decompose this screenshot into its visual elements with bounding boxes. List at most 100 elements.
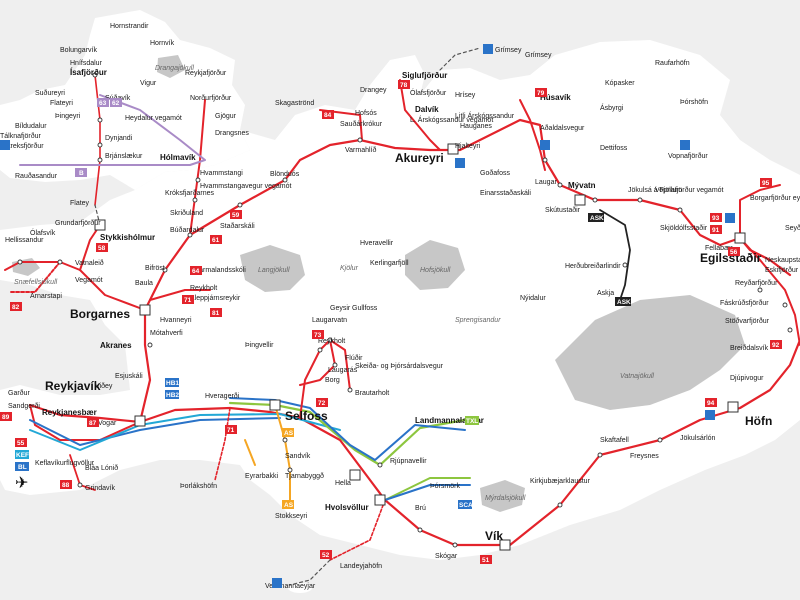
route-badge-52-bg[interactable] <box>320 550 332 559</box>
route-badge-71-bg[interactable] <box>225 425 237 434</box>
hub-hella[interactable] <box>349 469 361 481</box>
stop-circle[interactable] <box>377 462 383 468</box>
route-blue-thorsmork[interactable] <box>384 484 471 501</box>
route-red-husavik[interactable] <box>519 99 546 171</box>
route-badge-73[interactable]: 73 <box>314 332 322 339</box>
route-badge-89-bg[interactable] <box>0 412 12 421</box>
stop-circle[interactable] <box>557 502 563 508</box>
hub-stykkisholmur[interactable] <box>94 219 106 231</box>
stop-circle[interactable] <box>787 327 793 333</box>
stop-circle[interactable] <box>597 452 603 458</box>
route-badge-79-bg[interactable] <box>535 88 547 97</box>
stop-circle[interactable] <box>542 157 548 163</box>
route-badge-81-bg[interactable] <box>210 308 222 317</box>
airplane-icon[interactable]: ✈ <box>15 473 28 492</box>
stop-circle[interactable] <box>282 437 288 443</box>
stop-circle[interactable] <box>287 467 293 473</box>
route-badge-63[interactable]: 64 <box>192 268 200 275</box>
route-badge-58-bg[interactable] <box>96 243 108 252</box>
stop-circle[interactable] <box>592 197 598 203</box>
ferry-grimsey[interactable] <box>439 47 481 71</box>
route-badge-56-bg[interactable] <box>728 247 740 256</box>
route-red-holmavik[interactable] <box>189 99 206 236</box>
hub-egilsstadir[interactable] <box>734 232 746 244</box>
route-badge-txl-bg[interactable] <box>465 416 479 425</box>
stop-circle[interactable] <box>637 197 643 203</box>
route-red-borgarnes-reykjavik[interactable] <box>138 308 152 424</box>
route-red-ring-north[interactable] <box>143 118 792 312</box>
stop-circle[interactable] <box>677 207 683 213</box>
ferry-icon-flatey[interactable] <box>540 140 550 150</box>
route-badge-51-bg[interactable] <box>480 555 492 564</box>
route-black-askja[interactable] <box>599 209 631 301</box>
ferry-icon-vestmannaeyjar[interactable] <box>272 578 282 588</box>
stop-circle[interactable] <box>77 482 83 488</box>
route-badge-64-bg[interactable] <box>182 295 194 304</box>
stop-circle[interactable] <box>782 302 788 308</box>
route-badge-hb2[interactable]: HB2 <box>166 392 179 399</box>
route-badge-61[interactable]: 62 <box>112 100 120 107</box>
stop-circle[interactable] <box>557 182 563 188</box>
route-green-thorsmork[interactable] <box>384 477 471 501</box>
route-red-landeyjahofn[interactable] <box>329 499 386 561</box>
stop-circle[interactable] <box>332 362 338 368</box>
route-badge-ask[interactable]: ASK <box>590 215 604 222</box>
route-badge-55-bg[interactable] <box>15 438 27 447</box>
stop-circle[interactable] <box>92 72 98 78</box>
route-badge-57-bg[interactable] <box>230 210 242 219</box>
route-badge-91[interactable]: 91 <box>712 227 720 234</box>
stop-circle[interactable] <box>195 177 201 183</box>
route-badge-hb1-bg[interactable] <box>165 378 179 387</box>
route-purple-westfjords[interactable] <box>19 94 206 166</box>
route-badge-as-bg[interactable] <box>282 428 294 437</box>
route-badge-94[interactable]: 94 <box>707 400 715 407</box>
route-red-bifrost-vegamot[interactable] <box>149 289 211 301</box>
route-badge-64[interactable]: 71 <box>184 297 192 304</box>
route-badge-bl[interactable]: BL <box>18 464 27 471</box>
route-red-snaefellsnes[interactable] <box>4 261 146 311</box>
route-badge-as2[interactable]: AS <box>284 502 294 509</box>
route-badge-84-bg[interactable] <box>322 110 334 119</box>
ferry-icon-hofn[interactable] <box>705 410 715 420</box>
route-badge-78-bg[interactable] <box>398 80 410 89</box>
route-badge-95-bg[interactable] <box>760 178 772 187</box>
route-cyan-kef[interactable] <box>29 413 341 451</box>
route-badge-58[interactable]: 58 <box>98 245 106 252</box>
ferry-icon-grimsey[interactable] <box>483 44 493 54</box>
route-badge-txl[interactable]: TXL <box>466 418 478 425</box>
route-red-hveragerdi-thorlakshofn[interactable] <box>214 407 231 481</box>
stop-circle[interactable] <box>757 287 763 293</box>
stop-circle[interactable] <box>657 437 663 443</box>
hub-vik[interactable] <box>499 539 511 551</box>
ferry-icon-hrisey[interactable] <box>455 158 465 168</box>
route-orange-eyrarbakki[interactable] <box>244 439 256 466</box>
route-badge-87-bg[interactable] <box>87 418 99 427</box>
stop-circle[interactable] <box>97 157 103 163</box>
route-red-east-fjords[interactable] <box>739 237 800 346</box>
route-badge-84[interactable]: 84 <box>324 112 332 119</box>
route-badge-78[interactable]: 78 <box>400 82 408 89</box>
stop-circle[interactable] <box>162 267 168 273</box>
hub-hofn[interactable] <box>727 401 739 413</box>
stop-circle[interactable] <box>97 117 103 123</box>
route-badge-as2-bg[interactable] <box>282 500 294 509</box>
stop-circle[interactable] <box>282 177 288 183</box>
route-badge-ask2-bg[interactable] <box>615 297 631 306</box>
route-badge-94-bg[interactable] <box>705 398 717 407</box>
route-badge-as[interactable]: AS <box>284 430 294 437</box>
route-badge-92[interactable]: 92 <box>772 342 780 349</box>
route-badge-hb2-bg[interactable] <box>165 390 179 399</box>
route-badge-82-bg[interactable] <box>10 302 22 311</box>
route-orange-stokkseyri[interactable] <box>274 404 291 501</box>
ferry-icon-vigur[interactable] <box>680 140 690 150</box>
route-badge-93-bg[interactable] <box>710 213 722 222</box>
route-badge-b[interactable]: B <box>79 170 84 177</box>
route-badge-55[interactable]: 55 <box>17 440 25 447</box>
route-badge-88[interactable]: 88 <box>62 482 70 489</box>
route-badge-sca-bg[interactable] <box>458 500 472 509</box>
route-badge-sca[interactable]: SCA <box>459 502 473 509</box>
route-badge-hb1[interactable]: HB1 <box>166 380 179 387</box>
stop-circle[interactable] <box>17 259 23 265</box>
hub-hvolsvollur[interactable] <box>374 494 386 506</box>
route-badge-72-bg[interactable] <box>316 398 328 407</box>
